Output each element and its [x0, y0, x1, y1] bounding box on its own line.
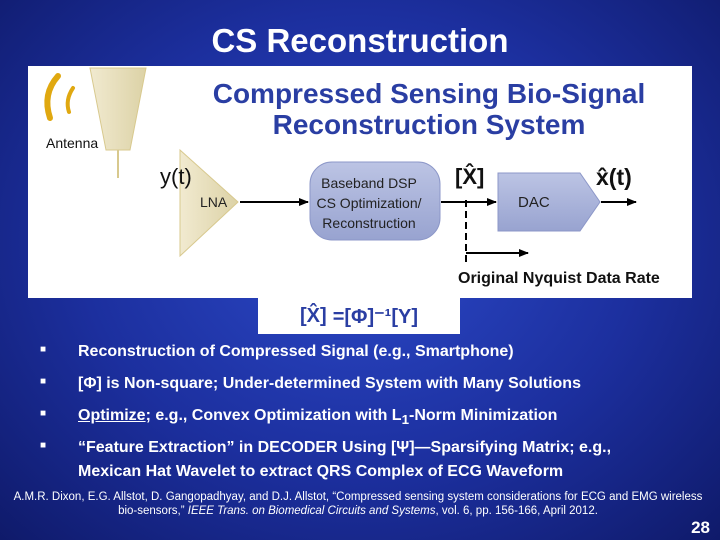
bullet-text-part: ; e.g., Convex Optimization with L — [145, 407, 402, 424]
dsp-block — [309, 161, 441, 241]
antenna-label: Antenna — [46, 135, 99, 151]
dac-label: DAC — [518, 194, 550, 211]
dsp-label: Baseband DSP CS Optimization/ Reconstruc… — [304, 173, 434, 233]
dsp-label-line: CS Optimization/ — [316, 195, 422, 211]
diagram-graphics — [44, 67, 637, 266]
list-item: ■ Reconstruction of Compressed Signal (e… — [40, 340, 700, 372]
list-item: ■ “Feature Extraction” in DECODER Using … — [40, 436, 700, 488]
antenna-icon — [89, 67, 147, 151]
antenna-wave-icon — [44, 73, 75, 121]
dac-block — [497, 172, 601, 232]
list-item: ■ Optimize; e.g., Convex Optimization wi… — [40, 404, 700, 436]
dsp-label-line: Reconstruction — [322, 215, 416, 231]
norm-subscript: 1 — [401, 412, 409, 428]
bullet-text: [Φ] is Non-square; Under-determined Syst… — [78, 375, 581, 392]
xhat-vector-label: [X̂] — [455, 164, 485, 189]
lna-label: LNA — [200, 194, 228, 210]
citation: A.M.R. Dixon, E.G. Allstot, D. Gangopadh… — [8, 490, 708, 518]
bullet-line: “Feature Extraction” in DECODER Using [Ψ… — [78, 439, 612, 456]
optimize-term: Optimize — [78, 407, 146, 424]
bullet-square-icon: ■ — [40, 440, 47, 451]
lna-amplifier — [179, 148, 239, 258]
list-item: ■ [Φ] is Non-square; Under-determined Sy… — [40, 372, 700, 404]
output-signal-label: x̂(t) — [596, 164, 632, 190]
bullet-square-icon: ■ — [40, 344, 47, 355]
diagram-title: Compressed Sensing Bio-Signal Reconstruc… — [212, 78, 646, 140]
input-signal-label: y(t) — [160, 164, 192, 189]
nyquist-rate-label: Original Nyquist Data Rate — [458, 270, 660, 287]
slide-title: CS Reconstruction — [211, 22, 509, 59]
equation-rhs: =[Φ]⁻¹[Y] — [332, 305, 418, 328]
bullet-square-icon: ■ — [40, 408, 47, 419]
bullet-line: Mexican Hat Wavelet to extract QRS Compl… — [78, 463, 564, 480]
page-number: 28 — [691, 518, 710, 537]
equation-lhs: [X̂] — [300, 304, 327, 327]
bullet-list: ■ Reconstruction of Compressed Signal (e… — [40, 340, 700, 488]
system-diagram: Compressed Sensing Bio-Signal Reconstruc… — [28, 66, 692, 298]
bullet-text: “Feature Extraction” in DECODER Using [Ψ… — [78, 436, 611, 484]
citation-authors: A.M.R. Dixon, E.G. Allstot, D. Gangopadh… — [13, 491, 703, 517]
citation-details: , vol. 6, pp. 156-166, April 2012. — [435, 505, 598, 517]
bullet-text-part: -Norm Minimization — [409, 407, 558, 424]
bullet-square-icon: ■ — [40, 376, 47, 387]
bullet-text: Optimize; e.g., Convex Optimization with… — [78, 404, 557, 432]
citation-journal: IEEE Trans. on Biomedical Circuits and S… — [187, 505, 436, 517]
bullet-text: Reconstruction of Compressed Signal (e.g… — [78, 343, 514, 360]
reconstruction-equation: [X̂] =[Φ]⁻¹[Y] — [258, 298, 460, 334]
dsp-label-line: Baseband DSP — [321, 175, 417, 191]
